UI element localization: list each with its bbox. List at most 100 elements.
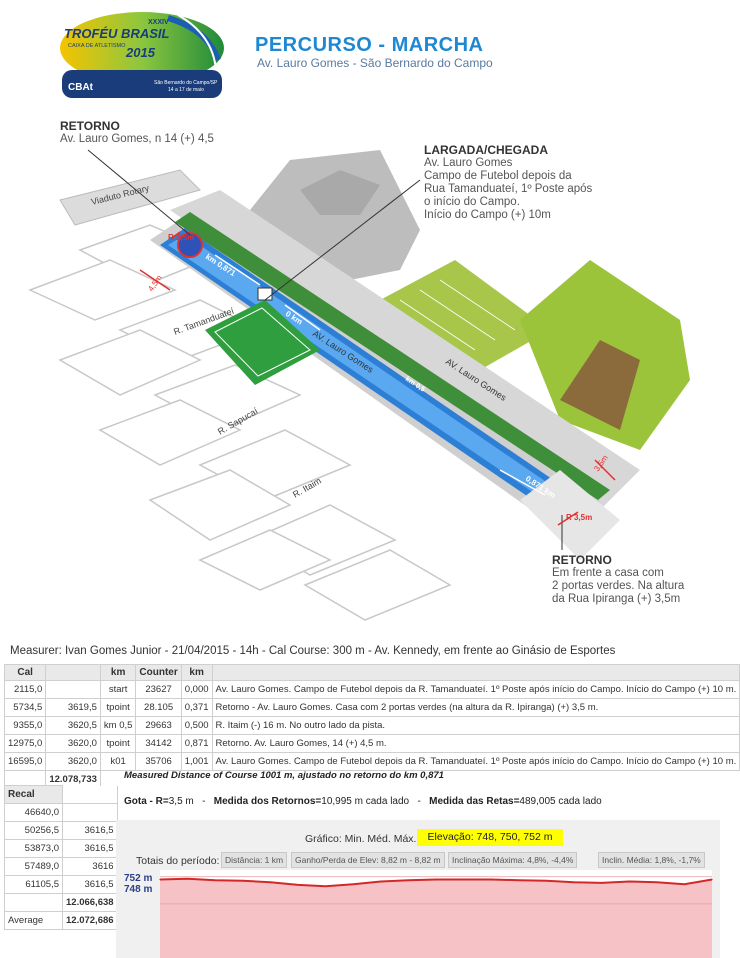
table-row: 16595,0 3620,0 k01 35706 1,001 Av. Lauro… [3, 752, 740, 771]
callout-largada-line: Início do Campo (+) 10m [424, 209, 551, 221]
recal-total: 12.066,638 [62, 893, 118, 912]
cell-diff: 3619,5 [45, 698, 101, 717]
callout-retorno-top: RETORNO Av. Lauro Gomes, n 14 (+) 4,5 [60, 119, 214, 146]
cell-km: tpoint [99, 734, 137, 753]
callout-retorno-bottom: RETORNO Em frente a casa com 2 portas ve… [552, 553, 684, 606]
cell-counter: 35706 [135, 752, 182, 771]
recal-row: 57489,0 3616 [4, 857, 118, 876]
trofeu-brasil-logo: XXXIV TROFÉU BRASIL CAIXA DE ATLETISMO 2… [60, 12, 224, 98]
cell-counter: 23627 [135, 680, 182, 699]
retas-value: 489,005 cada lado [519, 796, 602, 807]
elevation-point [380, 880, 382, 883]
cell-counter: 34142 [135, 734, 182, 753]
radius-label-bottom: R 3,5m [566, 513, 592, 522]
recal-row: 61105,5 3616,5 [4, 875, 118, 894]
col-header-cal: Cal [3, 664, 47, 681]
cell-diff: 3620,5 [45, 716, 101, 735]
cell-km: km 0,5 [99, 716, 137, 735]
elevation-point [656, 881, 658, 883]
callout-retorno-bottom-line: 2 portas verdes. Na altura [552, 580, 685, 592]
callout-retorno-top-body: Av. Lauro Gomes, n 14 (+) 4,5 [60, 133, 214, 145]
elevation-point [435, 878, 437, 881]
cell-km: start [99, 680, 137, 699]
retas-label: Medida das Retas= [429, 796, 520, 807]
cell-diff [45, 680, 101, 699]
recal-average: 12.072,686 [62, 911, 118, 930]
radius-label-top: R 3,5m [168, 233, 194, 242]
elevation-point [518, 879, 520, 881]
elevation-point [242, 880, 244, 882]
elevation-badge: Elevação: 748, 750, 752 m [417, 829, 563, 846]
recal-cell-b: 3616,5 [62, 875, 118, 894]
cell-cal: 12975,0 [3, 734, 47, 753]
elevation-point [325, 885, 327, 887]
cell-km2: 1,001 [180, 752, 213, 771]
logo-place: São Bernardo do Campo/SP [154, 80, 218, 86]
col-header-counter: Counter [135, 664, 182, 681]
col-header-desc [211, 664, 740, 681]
recal-row: 50256,5 3616,5 [4, 821, 118, 840]
cell-km2: 0,371 [180, 698, 213, 717]
table-total-row: 12.078,733 [3, 770, 740, 789]
cell-desc: R. Itaim (-) 16 m. No outro lado da pist… [211, 716, 740, 735]
callout-retorno-bottom-line: Em frente a casa com [552, 567, 664, 579]
recal-average-label: Average [4, 911, 63, 930]
cell-counter: 28.105 [135, 698, 182, 717]
callout-retorno-bottom-title: RETORNO [552, 553, 612, 567]
elevation-point [297, 884, 299, 886]
elevation-area [160, 878, 712, 958]
elevation-point [628, 880, 630, 883]
callout-retorno-top-title: RETORNO [60, 119, 120, 133]
elevation-point [214, 879, 216, 881]
table-row: 5734,5 3619,5 tpoint 28.105 0,371 Retorn… [3, 698, 740, 717]
measurement-table: Cal km Counter km 2115,0 start 23627 0,0… [3, 664, 740, 789]
retornos-value: 10,995 m cada lado [321, 796, 410, 807]
recal-header: Recal [4, 785, 63, 804]
recal-average-row: Average 12.072,686 [4, 911, 118, 930]
elevation-point [601, 882, 603, 884]
cell-desc: Retorno. Av. Lauro Gomes, 14 (+) 4,5 m. [211, 734, 740, 753]
col-header-km: km [99, 664, 137, 681]
cell-km2: 0,871 [180, 734, 213, 753]
page-subtitle: Av. Lauro Gomes - São Bernardo do Campo [257, 56, 493, 70]
logo-org: CBAt [68, 82, 94, 93]
elevation-chart [159, 870, 713, 958]
recal-cell-b: 3616,5 [62, 839, 118, 858]
elevation-point [187, 878, 189, 880]
table-row: 12975,0 3620,0 tpoint 34142 0,871 Retorn… [3, 734, 740, 753]
table-header-row: Cal km Counter km [3, 664, 740, 681]
callout-largada-line: Av. Lauro Gomes [424, 157, 513, 169]
elevation-point [490, 878, 492, 881]
elevation-point [545, 880, 547, 882]
logo-line2: CAIXA DE ATLETISMO [68, 43, 126, 49]
elevation-point [463, 878, 465, 881]
col-header-blank [45, 664, 101, 681]
callout-retorno-bottom-line: da Rua Ipiranga (+) 3,5m [552, 593, 681, 605]
cell-diff: 3620,0 [45, 752, 101, 771]
cell-cal: 16595,0 [3, 752, 47, 771]
callout-largada-line: Rua Tamanduateí, 1º Poste após [424, 183, 593, 195]
elevation-max-label: 752 m [124, 873, 153, 884]
stat-distance: Distância: 1 km [221, 852, 288, 868]
logo-roman: XXXIV [148, 19, 169, 26]
recal-cell-b: 3616 [62, 857, 118, 876]
recal-header-blank [62, 785, 118, 804]
recal-cell-a: 61105,5 [4, 875, 63, 894]
recal-cell-a: 57489,0 [4, 857, 63, 876]
callout-largada: LARGADA/CHEGADA Av. Lauro Gomes Campo de… [424, 143, 592, 222]
stat-gain-loss: Ganho/Perda de Elev: 8,82 m - 8,82 m [291, 852, 445, 868]
recal-cell-a: 50256,5 [4, 821, 63, 840]
elevation-point [573, 881, 575, 883]
recal-cell-empty [4, 893, 63, 912]
logo-line1: TROFÉU BRASIL [64, 26, 170, 41]
callout-largada-line: o início do Campo. [424, 196, 520, 208]
cell-cal: 5734,5 [3, 698, 47, 717]
elevation-min-label: 748 m [124, 884, 153, 895]
gota-value: 3,5 m [168, 796, 194, 807]
table-row: 9355,0 3620,5 km 0,5 29663 0,500 R. Itai… [3, 716, 740, 735]
course-map: Viaduto Rotary R. Tamanduateí R. Sapucaí… [28, 149, 690, 621]
recal-row: 46640,0 [4, 803, 118, 822]
elevation-point [352, 883, 354, 885]
page-title: PERCURSO - MARCHA [255, 34, 484, 56]
elevation-point [269, 881, 271, 883]
